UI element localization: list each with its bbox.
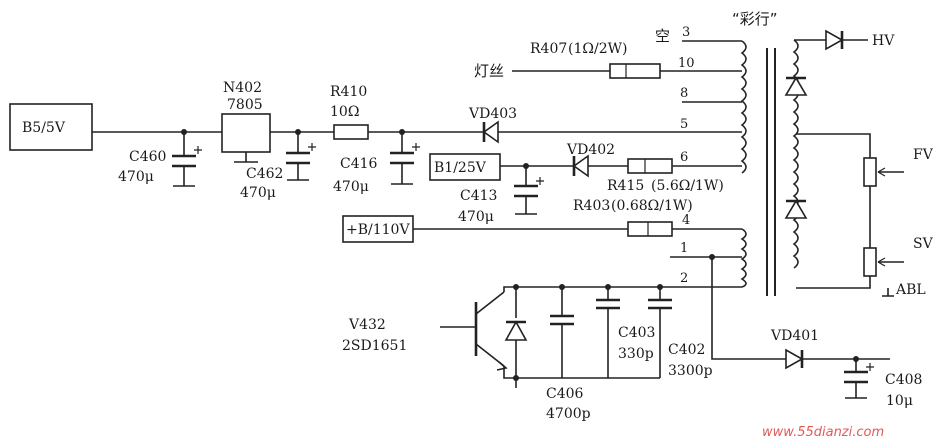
c413-ref: C413: [460, 188, 497, 204]
capacitor-c402: C402 3300p: [648, 284, 713, 379]
r410-ref: R410: [330, 84, 367, 100]
c403-value: 330p: [618, 346, 654, 362]
c402-ref: C402: [668, 342, 705, 358]
resistor-r415: R415 (5.6Ω/1W): [607, 158, 724, 194]
capacitor-c416: C416 470μ: [333, 129, 420, 195]
capacitor-c462: C462 470μ: [240, 129, 316, 201]
c408-value: 10μ: [886, 393, 913, 409]
resistor-r410: R410 10Ω: [330, 84, 369, 140]
resistor-r403: R403 (0.68Ω/1W): [573, 198, 693, 237]
n402-value: 7805: [227, 97, 263, 113]
vd403-ref: VD403: [468, 106, 517, 122]
r407-ref: R407: [530, 41, 567, 57]
resistor-r407: [609, 63, 661, 79]
hv-rectifier-diode-2: [784, 199, 808, 219]
filament-label: 灯丝: [474, 62, 504, 80]
abl-label: ABL: [895, 282, 926, 298]
c413-value: 470μ: [458, 209, 494, 225]
n402-ref: N402: [223, 80, 262, 96]
damper-diode: [504, 284, 528, 381]
flyback-transformer: “彩行”: [732, 10, 778, 296]
capacitor-c403: C403 330p: [596, 284, 655, 378]
diode-vd401: VD401: [770, 328, 819, 370]
capacitor-c406: C406 4700p: [546, 284, 591, 422]
hv-rectifier-diode-1: [784, 76, 808, 96]
regulator-n402: N402 7805: [221, 80, 271, 163]
pin-6: 6: [680, 150, 688, 165]
capacitor-c408: C408 10μ: [844, 356, 922, 409]
diode-vd402: VD402: [566, 142, 615, 178]
plusb-supply-box: +B/110V: [342, 215, 414, 243]
pin-4: 4: [682, 213, 690, 228]
c416-value: 470μ: [333, 179, 369, 195]
pin-3: 3: [682, 25, 690, 40]
secondary-winding: HV FV SV ABL: [784, 29, 934, 298]
watermark: www.55dianzi.com: [762, 425, 884, 440]
hv-output-diode: [825, 29, 844, 51]
screen-potentiometer: SV: [863, 236, 934, 277]
c416-ref: C416: [340, 156, 378, 172]
c460-ref: C460: [129, 149, 166, 165]
v432-value: 2SD1651: [342, 338, 407, 354]
hv-label: HV: [872, 33, 895, 49]
fv-label: FV: [913, 147, 934, 163]
capacitor-c460: C460 470μ: [118, 129, 202, 187]
b1-supply-box: B1/25V: [429, 153, 501, 181]
empty-label: 空: [655, 27, 670, 45]
diode-vd403: VD403: [468, 106, 517, 144]
pin-10: 10: [678, 56, 695, 71]
c402-value: 3300p: [668, 363, 713, 379]
r415-ref: R415: [607, 178, 644, 194]
r415-value: (5.6Ω/1W): [651, 178, 724, 194]
sv-label: SV: [913, 236, 934, 252]
flyback-title: “彩行”: [732, 10, 778, 28]
vd401-ref: VD401: [770, 328, 819, 344]
b1-label: B1/25V: [434, 160, 487, 176]
pin-1: 1: [680, 241, 688, 256]
b5-label: B5/5V: [22, 120, 66, 136]
v432-ref: V432: [348, 317, 386, 333]
focus-potentiometer: FV: [863, 147, 934, 187]
b5-source-box: B5/5V: [9, 103, 93, 151]
pin-5: 5: [680, 117, 688, 132]
c403-ref: C403: [618, 325, 655, 341]
r403-value: (0.68Ω/1W): [611, 198, 693, 214]
r403-ref: R403: [573, 198, 610, 214]
plusb-label: +B/110V: [346, 222, 410, 238]
c460-value: 470μ: [118, 169, 154, 185]
c406-ref: C406: [546, 386, 584, 402]
c408-ref: C408: [885, 372, 922, 388]
r410-value: 10Ω: [330, 104, 359, 120]
c406-value: 4700p: [546, 406, 591, 422]
c462-value: 470μ: [240, 185, 276, 201]
c462-ref: C462: [246, 166, 283, 182]
pin-8: 8: [680, 86, 688, 101]
r407-value: (1Ω/2W): [568, 41, 627, 57]
pin-2: 2: [680, 271, 688, 286]
capacitor-c413: C413 470μ: [458, 163, 544, 225]
transistor-v432: V432 2SD1651: [342, 291, 508, 371]
vd402-ref: VD402: [566, 142, 615, 158]
